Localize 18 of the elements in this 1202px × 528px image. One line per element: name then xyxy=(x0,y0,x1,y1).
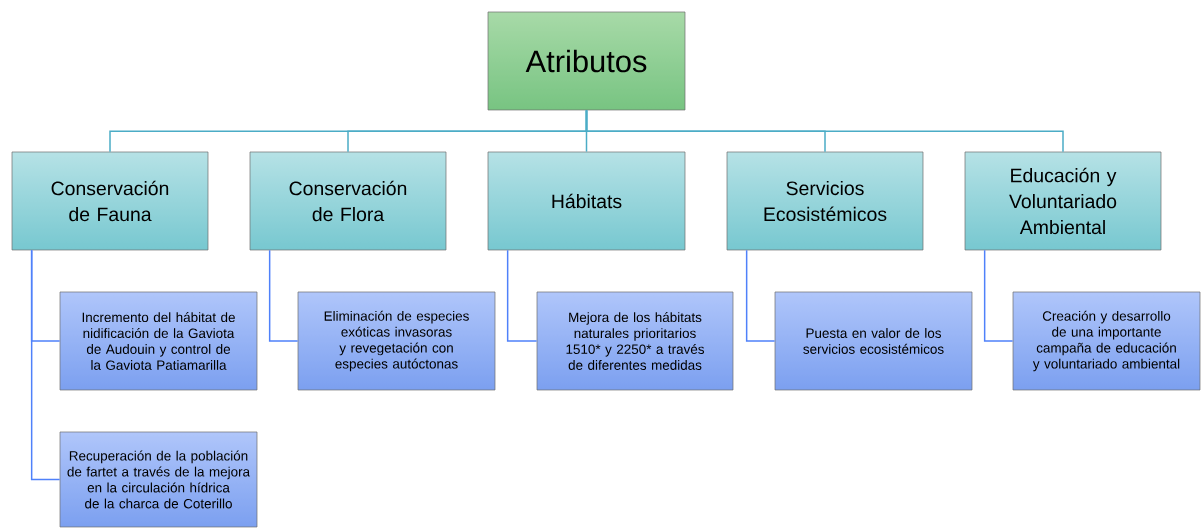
action-box: Creación y desarrollo de una importante campaña de educación y voluntariado ambiental xyxy=(1012,291,1201,391)
connector xyxy=(983,249,1014,342)
connector xyxy=(745,249,776,342)
action-box: Recuperación de la población de fartet a través de la mejora en la circulación hídrica de la charca de Coterillo xyxy=(59,431,258,528)
category-box: Servicios Ecosistémicos xyxy=(726,151,924,251)
category-box: Hábitats xyxy=(487,151,686,251)
connector xyxy=(268,249,299,342)
connector xyxy=(585,109,1064,153)
action-box: Eliminación de especies exóticas invasoras y revegetación con especies autóctonas xyxy=(297,291,496,391)
action-box: Puesta en valor de los servicios ecosistémicos xyxy=(774,291,973,391)
title-box: Atributos xyxy=(487,11,686,111)
category-box: Conservación de Flora xyxy=(249,151,447,251)
connector xyxy=(506,249,538,342)
connector xyxy=(30,249,61,481)
category-box: Conservación de Fauna xyxy=(11,151,209,251)
action-box: Incremento del hábitat de nidificación de la Gaviota de Audouin y control de la Gaviota Patiamarilla xyxy=(59,291,258,391)
action-box: Mejora de los hábitats naturales prioritarios 1510* y 2250* a través de diferentes medidas xyxy=(536,291,734,391)
category-box: Educación y Voluntariado Ambiental xyxy=(964,151,1162,251)
